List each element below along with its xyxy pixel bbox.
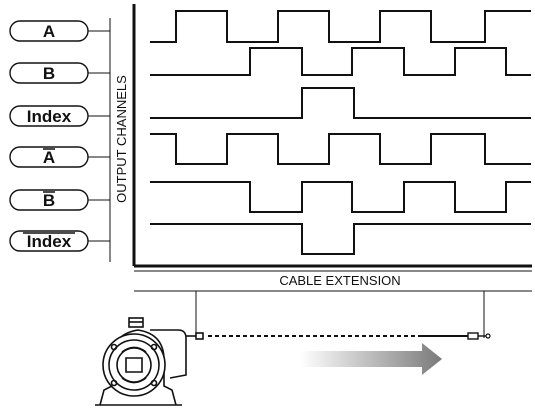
waveform-1 bbox=[150, 47, 531, 76]
channel-label: A bbox=[43, 148, 55, 167]
channel-pill-5: Index bbox=[9, 230, 110, 252]
channel-label: Index bbox=[27, 107, 72, 126]
x-axis-label: CABLE EXTENSION bbox=[279, 273, 400, 288]
channel-pill-2: Index bbox=[9, 105, 110, 127]
y-axis-label: OUTPUT CHANNELS bbox=[114, 75, 129, 203]
channel-pill-4: B bbox=[9, 189, 110, 211]
encoder-device bbox=[95, 317, 204, 406]
waveform-3 bbox=[150, 133, 531, 165]
waveform-4 bbox=[150, 181, 531, 213]
waveforms bbox=[150, 10, 531, 255]
channel-label: B bbox=[43, 64, 55, 83]
channel-pill-0: A bbox=[9, 20, 110, 42]
extension-arrow bbox=[300, 343, 442, 375]
waveform-2 bbox=[150, 87, 531, 119]
channel-pill-1: B bbox=[9, 62, 110, 84]
channel-label: A bbox=[43, 22, 55, 41]
waveform-0 bbox=[150, 10, 531, 43]
waveform-5 bbox=[150, 223, 531, 255]
channel-label: Index bbox=[27, 232, 72, 251]
channel-pill-3: A bbox=[9, 146, 110, 168]
channel-label: B bbox=[43, 191, 55, 210]
cable-end-fitting bbox=[467, 332, 491, 340]
